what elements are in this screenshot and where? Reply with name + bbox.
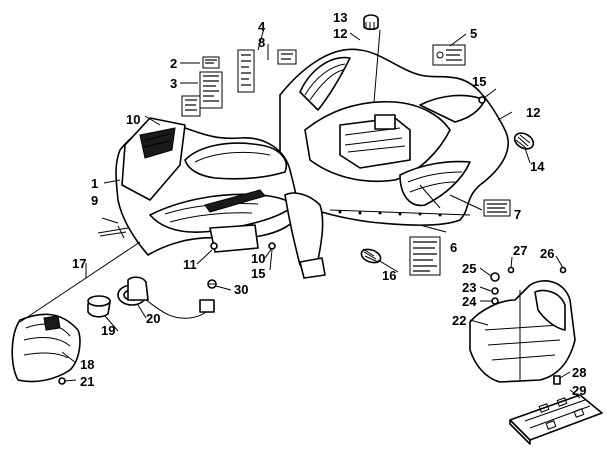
callout-5: 5 bbox=[470, 26, 477, 41]
callout-26: 26 bbox=[540, 246, 554, 261]
callout-21: 21 bbox=[80, 374, 94, 389]
callout-22: 22 bbox=[452, 313, 466, 328]
reflector-front bbox=[360, 248, 382, 264]
headlight-harness bbox=[117, 276, 215, 319]
headlight-lens bbox=[11, 313, 81, 383]
callout-15-front: 15 bbox=[251, 266, 265, 281]
callout-10-top: 10 bbox=[126, 112, 140, 127]
small-screw bbox=[210, 242, 218, 250]
decal-7 bbox=[483, 199, 511, 217]
callout-24: 24 bbox=[462, 294, 477, 309]
callout-23: 23 bbox=[462, 280, 476, 295]
gas-cap bbox=[363, 14, 379, 31]
callout-12-right: 12 bbox=[526, 105, 540, 120]
leader-lines bbox=[19, 27, 581, 399]
callout-11: 11 bbox=[183, 257, 197, 272]
reflector-rear bbox=[513, 132, 535, 150]
callout-15-rear: 15 bbox=[472, 74, 486, 89]
callout-8: 8 bbox=[258, 35, 265, 50]
callout-27: 27 bbox=[513, 243, 527, 258]
decal-3b bbox=[181, 95, 201, 117]
callout-6: 6 bbox=[450, 240, 457, 255]
callout-3: 3 bbox=[170, 76, 177, 91]
callout-28: 28 bbox=[572, 365, 586, 380]
decal-6 bbox=[409, 236, 441, 276]
headlight-screw bbox=[207, 279, 217, 289]
callout-1: 1 bbox=[91, 176, 98, 191]
cable-tie bbox=[97, 225, 129, 239]
callout-18: 18 bbox=[80, 357, 94, 372]
callout-20: 20 bbox=[146, 311, 160, 326]
body-panel-assembly bbox=[115, 48, 509, 279]
push-rivet-front bbox=[268, 242, 276, 250]
callout-14: 14 bbox=[530, 159, 545, 174]
rivet-row bbox=[338, 210, 442, 217]
callout-9: 9 bbox=[91, 193, 98, 208]
callout-25: 25 bbox=[462, 261, 476, 276]
callout-10-bottom: 10 bbox=[251, 251, 265, 266]
callout-16: 16 bbox=[382, 268, 396, 283]
callout-13: 13 bbox=[333, 10, 347, 25]
footwell bbox=[469, 280, 576, 383]
callout-7: 7 bbox=[514, 207, 521, 222]
bulb-socket bbox=[87, 295, 111, 318]
decal-2 bbox=[202, 56, 220, 69]
callout-4: 4 bbox=[258, 19, 266, 34]
callout-2: 2 bbox=[170, 56, 177, 71]
push-rivet-rear bbox=[478, 96, 486, 104]
skid-plate bbox=[509, 394, 603, 445]
decal-4-8 bbox=[237, 49, 297, 93]
decal-5 bbox=[432, 44, 466, 66]
decal-3 bbox=[199, 71, 223, 109]
callout-30: 30 bbox=[234, 282, 248, 297]
callout-17: 17 bbox=[72, 256, 86, 271]
skid-plate-bolt bbox=[553, 375, 561, 385]
callout-29: 29 bbox=[572, 383, 586, 398]
callout-12-top: 12 bbox=[333, 26, 347, 41]
callout-19: 19 bbox=[101, 323, 115, 338]
callout-labels: 1 2 3 4 5 6 7 8 9 10 10 11 12 12 13 14 1… bbox=[72, 10, 586, 398]
